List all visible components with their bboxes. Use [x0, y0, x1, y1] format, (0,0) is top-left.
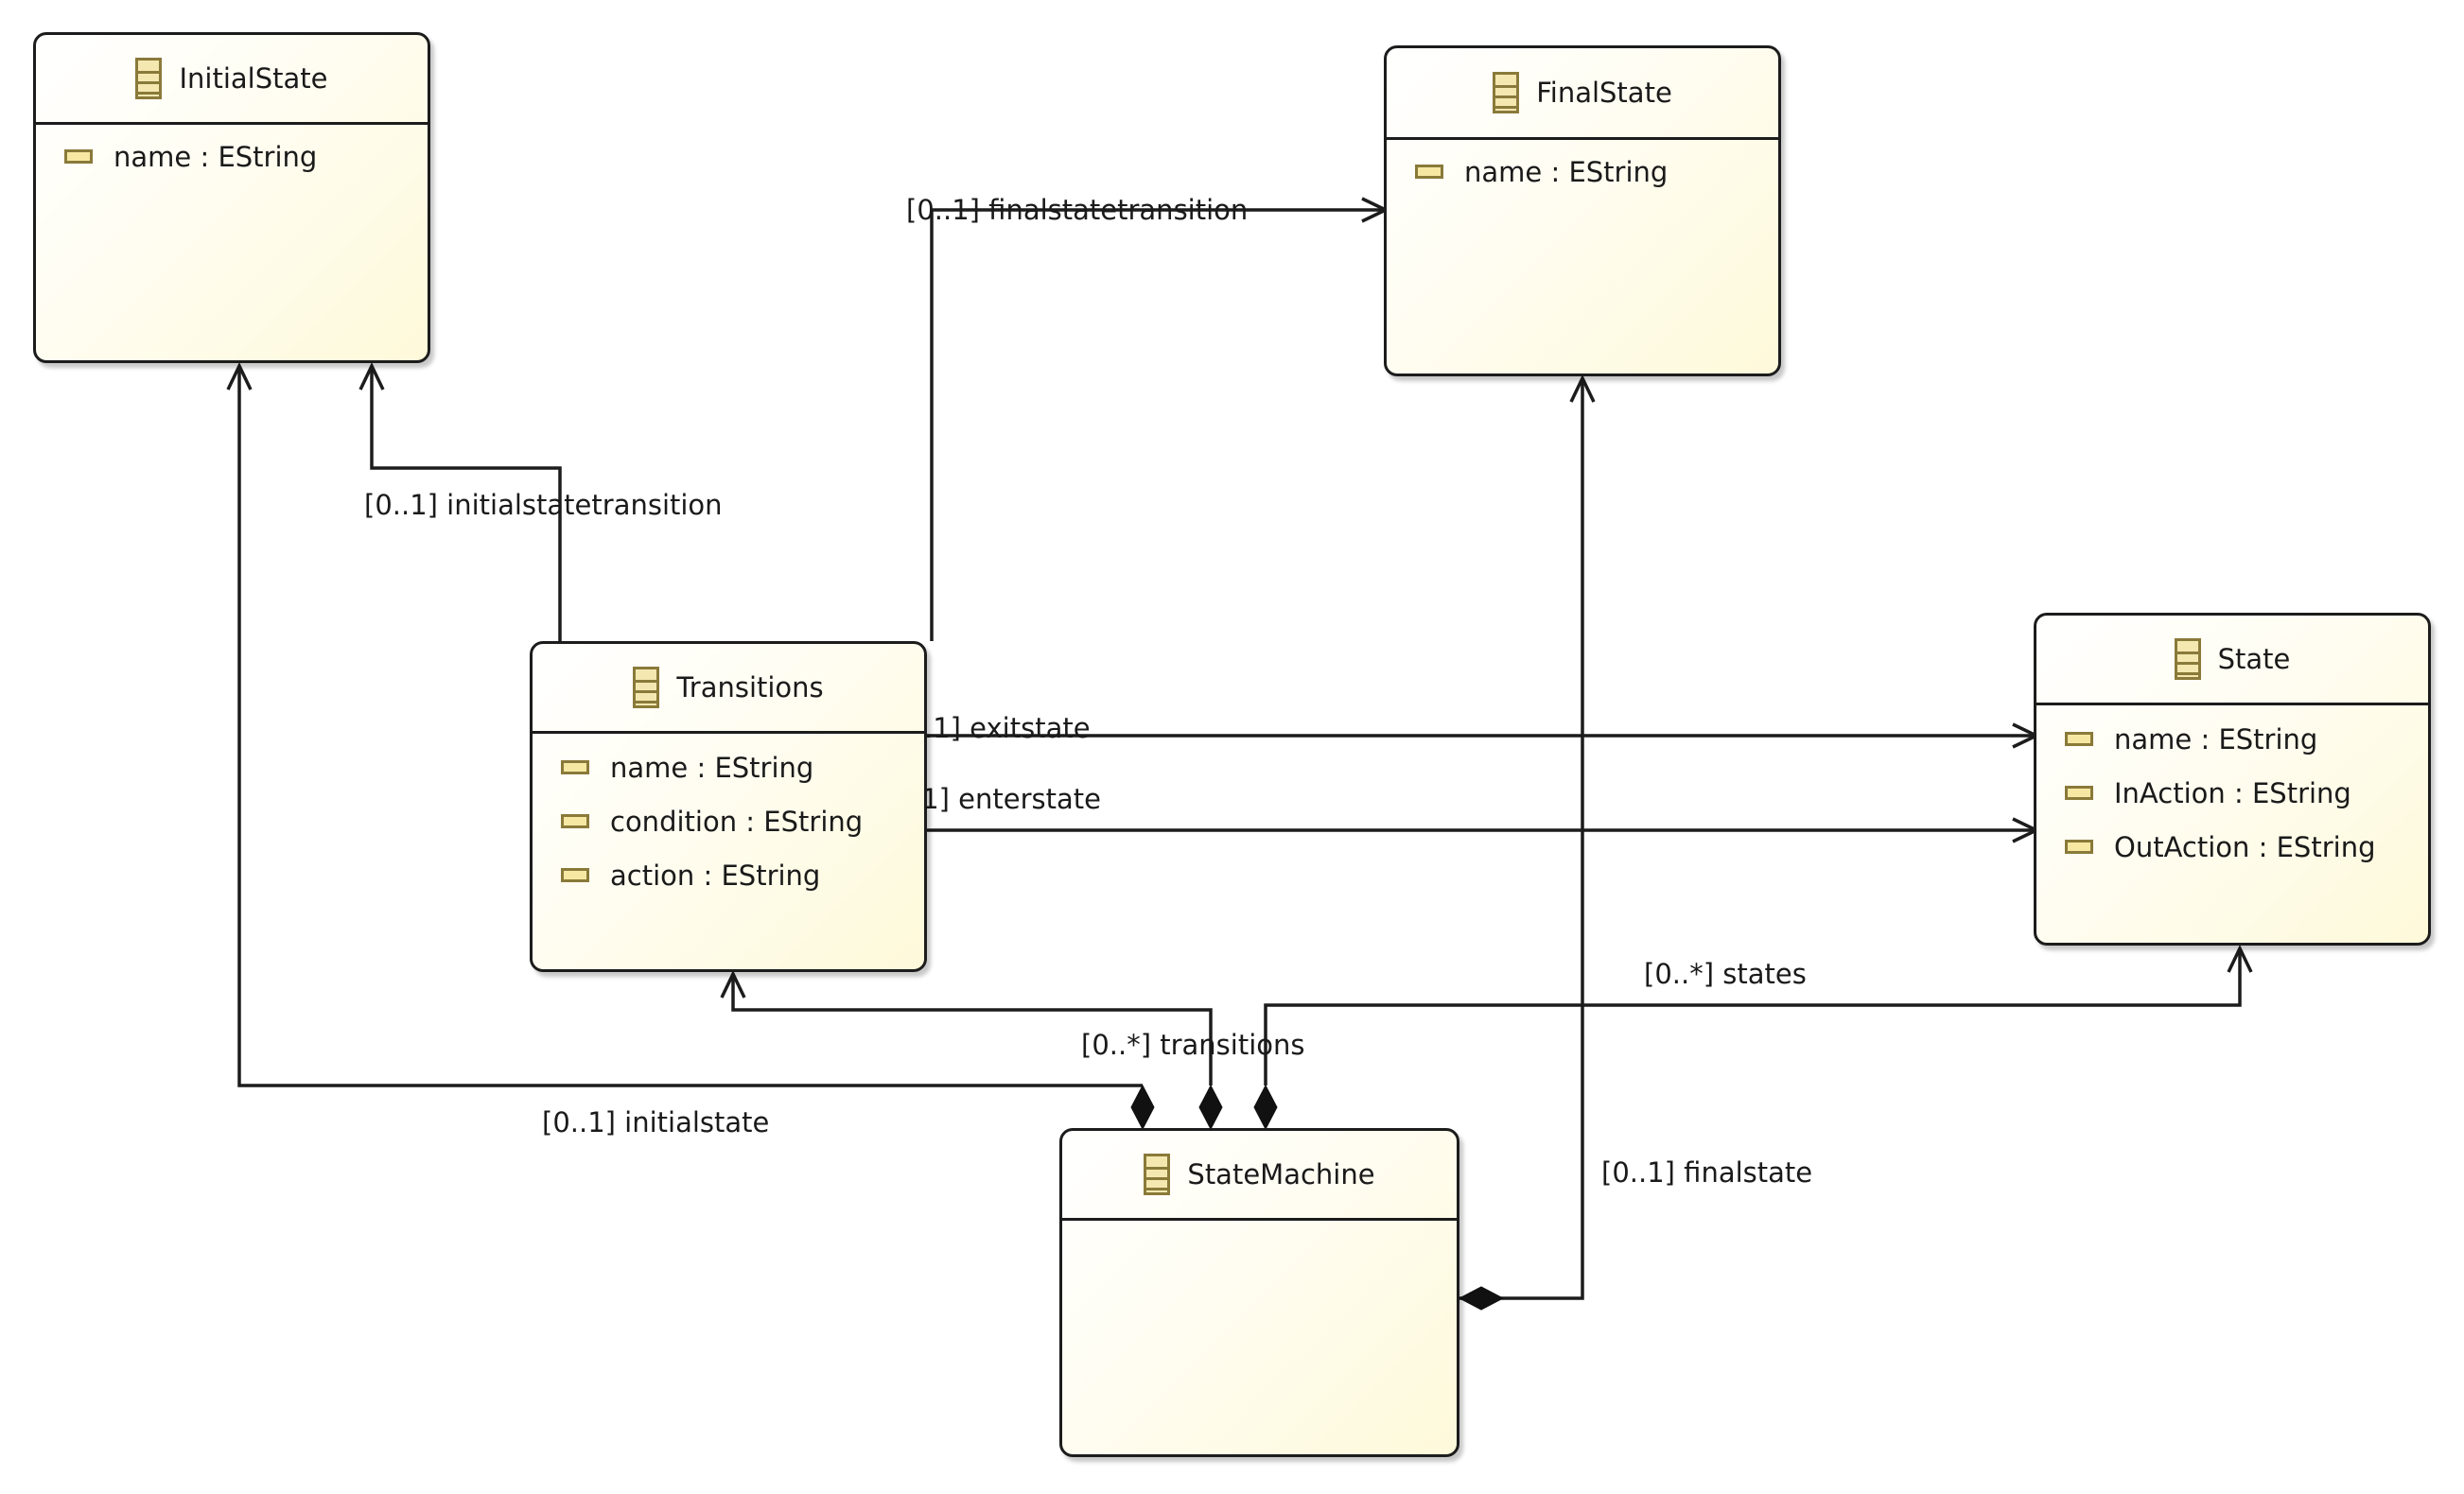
transitions-composition-diamond [1198, 1084, 1223, 1131]
eattribute-icon [561, 868, 589, 882]
class-name: FinalState [1536, 77, 1672, 109]
class-initialstate[interactable]: InitialState name : EString [33, 32, 430, 363]
eclass-icon [633, 667, 660, 708]
class-header: State [2036, 616, 2428, 705]
class-transitions[interactable]: Transitions name : EString condition : E… [530, 641, 927, 972]
attribute-text: action : EString [610, 859, 821, 892]
eclass-icon [1144, 1154, 1171, 1195]
eattribute-icon [2065, 840, 2093, 854]
finalstate-label: [0..1] finalstate [1601, 1156, 1812, 1189]
finalstatetransition-label: [0..1] finalstatetransition [906, 194, 1248, 226]
attribute-list: name : EString InAction : EString OutAct… [2036, 712, 2428, 874]
attribute-text: name : EString [1464, 155, 1669, 188]
eattribute-icon [2065, 786, 2093, 800]
attribute-row[interactable]: condition : EString [533, 794, 924, 848]
class-header: InitialState [36, 35, 428, 125]
class-statemachine[interactable]: StateMachine [1059, 1128, 1459, 1457]
class-name: State [2217, 643, 2291, 675]
eattribute-icon [1415, 165, 1443, 179]
attribute-list: name : EString [1387, 145, 1778, 199]
attribute-row[interactable]: OutAction : EString [2036, 820, 2428, 874]
transitions-reference[interactable] [733, 974, 1213, 1086]
attribute-row[interactable]: name : EString [1387, 145, 1778, 199]
class-header: StateMachine [1062, 1131, 1457, 1221]
finalstate-composition-diamond [1458, 1286, 1505, 1311]
eattribute-icon [561, 760, 589, 774]
finalstate-reference[interactable] [1459, 378, 1582, 1300]
attribute-row[interactable]: name : EString [533, 740, 924, 794]
initialstatetransition-label: [0..1] initialstatetransition [364, 489, 723, 521]
attribute-list: name : EString condition : EString actio… [533, 740, 924, 902]
class-name: StateMachine [1187, 1158, 1375, 1190]
attribute-text: name : EString [114, 140, 318, 173]
eattribute-icon [64, 149, 93, 164]
eclass-icon [1493, 72, 1520, 113]
states-label: [0..*] states [1644, 958, 1807, 990]
attribute-text: name : EString [610, 751, 814, 784]
transitions-label: [0..*] transitions [1081, 1029, 1305, 1061]
attribute-row[interactable]: name : EString [36, 130, 428, 183]
finalstatetransition-reference[interactable] [930, 210, 1386, 641]
attribute-text: InAction : EString [2114, 776, 2351, 809]
class-name: InitialState [179, 62, 328, 95]
initialstatetransition-reference[interactable] [372, 366, 562, 641]
eattribute-icon [561, 814, 589, 828]
attribute-row[interactable]: action : EString [533, 848, 924, 902]
attribute-row[interactable]: InAction : EString [2036, 766, 2428, 820]
class-header: Transitions [533, 644, 924, 734]
attribute-text: name : EString [2114, 722, 2318, 756]
class-state[interactable]: State name : EString InAction : EString … [2034, 613, 2431, 946]
class-finalstate[interactable]: FinalState name : EString [1384, 45, 1781, 376]
eclass-icon [135, 58, 163, 99]
attribute-list: name : EString [36, 130, 428, 183]
eattribute-icon [2065, 732, 2093, 746]
initialstate-label: [0..1] initialstate [542, 1106, 769, 1138]
initialstate-composition-diamond [1130, 1084, 1155, 1131]
states-composition-diamond [1253, 1084, 1278, 1131]
class-name: Transitions [676, 671, 824, 704]
attribute-text: OutAction : EString [2114, 830, 2376, 863]
eclass-icon [2174, 638, 2201, 680]
class-header: FinalState [1387, 48, 1778, 140]
states-reference[interactable] [1264, 948, 2240, 1086]
initialstate-reference[interactable] [239, 366, 1143, 1087]
attribute-text: condition : EString [610, 805, 864, 838]
attribute-row[interactable]: name : EString [2036, 712, 2428, 766]
